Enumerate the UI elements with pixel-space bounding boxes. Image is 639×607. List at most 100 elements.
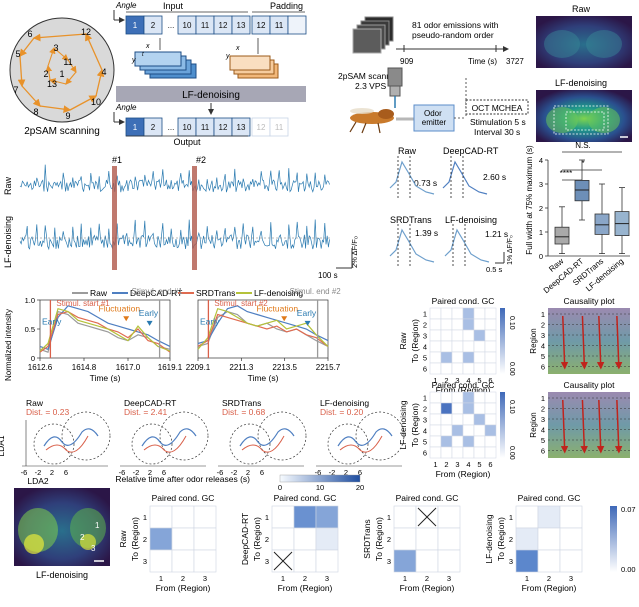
causal-arrow: [560, 315, 569, 370]
stack-t-label: t: [142, 52, 144, 58]
marker-1-label: #1: [112, 155, 122, 165]
lda-time-tick: 20: [356, 483, 364, 492]
bottom-r1: 1: [95, 521, 100, 530]
causal-arrow: [580, 399, 588, 454]
lda-circle-large: [61, 411, 111, 461]
lda-trajectory-red: [339, 435, 383, 453]
lda-title: SRDTrans: [222, 398, 261, 408]
causal-tick: 2: [541, 405, 545, 414]
lda-tick: 2: [246, 468, 250, 477]
gc3-xlabel: From (Region): [400, 583, 455, 593]
lda-trajectory-red: [241, 435, 285, 453]
gc3-y-tick: 3: [143, 557, 147, 566]
odor-description: 81 odor emissions with pseudo-random ord…: [412, 20, 501, 40]
scan-inner-arrow: [53, 47, 69, 61]
gc3-cell: [193, 527, 217, 551]
gc3-cell: [515, 549, 539, 573]
gc3-cbar-top: 0.07: [621, 505, 636, 514]
gc3-cell: [437, 549, 461, 573]
gc-cell: [462, 340, 475, 353]
fluct-label: Fluctuation: [257, 304, 299, 314]
gc3-x-tick: 3: [447, 574, 451, 583]
angle-label-top: Angle: [115, 1, 137, 10]
causal-arrow: [560, 399, 569, 454]
x-tick-label: 2209.1: [186, 363, 211, 372]
gc-cell: [451, 391, 464, 404]
stim-start-label: Stimul. start #1: [56, 299, 110, 308]
y-tick-label: 0.5: [25, 325, 35, 334]
early-label-2: Early: [139, 308, 159, 318]
gc-cell: [462, 362, 475, 375]
boxplot-tick-label: 4: [539, 156, 543, 165]
causal-ylabel: Region: [529, 412, 538, 437]
causal-tick: 3: [541, 415, 545, 424]
trace-lf-label: LF-denoising: [3, 216, 13, 268]
angle-label-bottom: Angle: [115, 103, 137, 112]
gc-x-tick: 1: [433, 376, 437, 385]
gc-cell: [473, 446, 486, 459]
gc-x-tick: 3: [455, 376, 459, 385]
stack2-x-label: x: [235, 45, 240, 52]
gc-cell: [451, 351, 464, 364]
gc3-x-tick: 1: [403, 574, 407, 583]
scan-ring-arrow: [32, 33, 87, 42]
gc-x-tick: 6: [488, 460, 492, 469]
scan-number: 3: [53, 43, 58, 53]
brain-lf-label: LF-denoising: [555, 78, 607, 88]
scan-number: 7: [13, 85, 18, 95]
causal-tick: 3: [541, 331, 545, 340]
stim-marker-2: [192, 166, 197, 270]
zoom-peak-line: [442, 160, 488, 195]
gc-cell: [429, 435, 442, 448]
gc-y-tick: 1: [423, 394, 427, 403]
gc3-x-tick: 2: [303, 574, 307, 583]
gc-cell: [484, 340, 497, 353]
gc-title: Paired cond. GC: [432, 380, 495, 390]
input-frame: [143, 15, 163, 35]
causal-tick: 1: [541, 310, 545, 319]
padding-label: Padding: [270, 1, 303, 11]
long-traces: Raw LF-denoising #1 #2 2% ΔF/F₀ 100 s: [3, 155, 359, 280]
scan-ring-arrow: [69, 95, 98, 111]
gc3-title: Paired cond. GC: [274, 493, 337, 503]
gc-title: Paired cond. GC: [432, 296, 495, 306]
pad-frame-label: 11: [275, 21, 284, 30]
lda-time-tick: 10: [316, 483, 324, 492]
lda-trajectory-red: [45, 435, 89, 453]
gc-colorbar: [500, 308, 505, 374]
gc-cell: [484, 435, 497, 448]
gc-y-tick: 4: [423, 427, 427, 436]
gc-cell: [473, 424, 486, 437]
gc-cell: [429, 351, 442, 364]
feature-stack-left: x y t: [131, 43, 197, 79]
gc-y-tick: 6: [423, 449, 427, 458]
gc3-cell: [149, 527, 173, 551]
stim-end-label: Stimul. end #2: [290, 287, 342, 296]
zoom-srdtrans-width: 1.39 s: [415, 228, 438, 238]
scanning-label: 2pSAM scanning: [338, 71, 403, 81]
gc-ylabel: To (Region): [410, 403, 420, 447]
gc-cell: [473, 435, 486, 448]
zoom-peak-line: [389, 160, 435, 195]
gc-cell: [451, 318, 464, 331]
gc-cell: [451, 307, 464, 320]
gc3-cell: [537, 549, 561, 573]
gc-x-tick: 2: [444, 376, 448, 385]
trace-scale-y: 2% ΔF/F₀: [350, 236, 359, 268]
gc-ylabel: To (Region): [410, 319, 420, 363]
lda-trajectory-blue: [43, 428, 99, 447]
stim-marker-1: [112, 166, 117, 270]
lda-title: LF-denoising: [320, 398, 369, 408]
gc3-xlabel: From (Region): [156, 583, 211, 593]
gc-x-tick: 1: [433, 460, 437, 469]
scan-inner-arrow: [45, 64, 53, 81]
gc-x-tick: 4: [466, 460, 470, 469]
gc3-cell: [271, 527, 295, 551]
gc3-cell: [149, 505, 173, 529]
gc3-cell: [537, 505, 561, 529]
gc3-cell: [415, 527, 439, 551]
input-frame-label: 13: [237, 21, 246, 30]
scan-number: 11: [63, 57, 72, 67]
